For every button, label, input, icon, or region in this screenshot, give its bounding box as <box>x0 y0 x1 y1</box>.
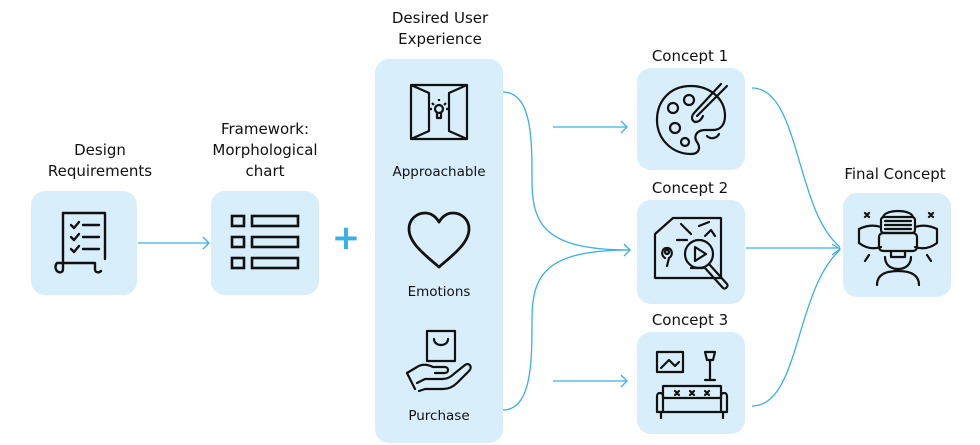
connector-ux-approachable-merge <box>502 91 631 251</box>
heart-icon <box>407 211 471 269</box>
living-room-icon <box>655 350 729 420</box>
desired-ux-box: Approachable Emotions Purchase <box>375 59 503 443</box>
framework-line3: chart <box>245 162 285 180</box>
final-concept-box <box>843 193 951 297</box>
framework-line1: Framework: <box>220 120 310 138</box>
connector-concept1-to-final <box>751 87 841 248</box>
design-requirements-title: Design Requirements <box>30 140 170 182</box>
concept2-title: Concept 2 <box>651 179 729 197</box>
connector-concept3-to-final <box>751 249 841 407</box>
table-list-icon <box>230 214 300 270</box>
framework-line2: Morphological <box>212 141 318 159</box>
vr-headset-icon <box>857 209 939 287</box>
hand-shopping-bag-icon <box>405 329 472 393</box>
design-requirements-line2: Requirements <box>47 162 153 180</box>
open-door-icon <box>409 83 469 141</box>
desired-ux-line2: Experience <box>398 30 482 48</box>
map-play-icon <box>653 216 729 290</box>
palette-icon <box>655 82 729 156</box>
concept3-title: Concept 3 <box>651 311 729 329</box>
design-requirements-box <box>31 191 137 295</box>
concept3-box <box>637 332 745 434</box>
concept2-box <box>637 200 745 304</box>
desired-ux-line1: Desired User <box>391 9 489 27</box>
ux-item-approachable: Approachable <box>392 164 486 180</box>
concept1-box <box>637 68 745 170</box>
framework-box <box>211 191 319 295</box>
checklist-icon <box>54 211 107 274</box>
framework-title: Framework: Morphological chart <box>195 119 335 182</box>
design-requirements-line1: Design <box>74 141 126 159</box>
concept1-title: Concept 1 <box>651 47 729 65</box>
ux-item-emotions: Emotions <box>407 284 471 300</box>
plus-symbol: + <box>331 218 361 258</box>
connector-ux-purchase-merge <box>502 249 631 411</box>
desired-ux-title: Desired User Experience <box>366 8 514 50</box>
final-concept-title: Final Concept <box>844 165 946 183</box>
ux-item-purchase: Purchase <box>408 408 470 424</box>
